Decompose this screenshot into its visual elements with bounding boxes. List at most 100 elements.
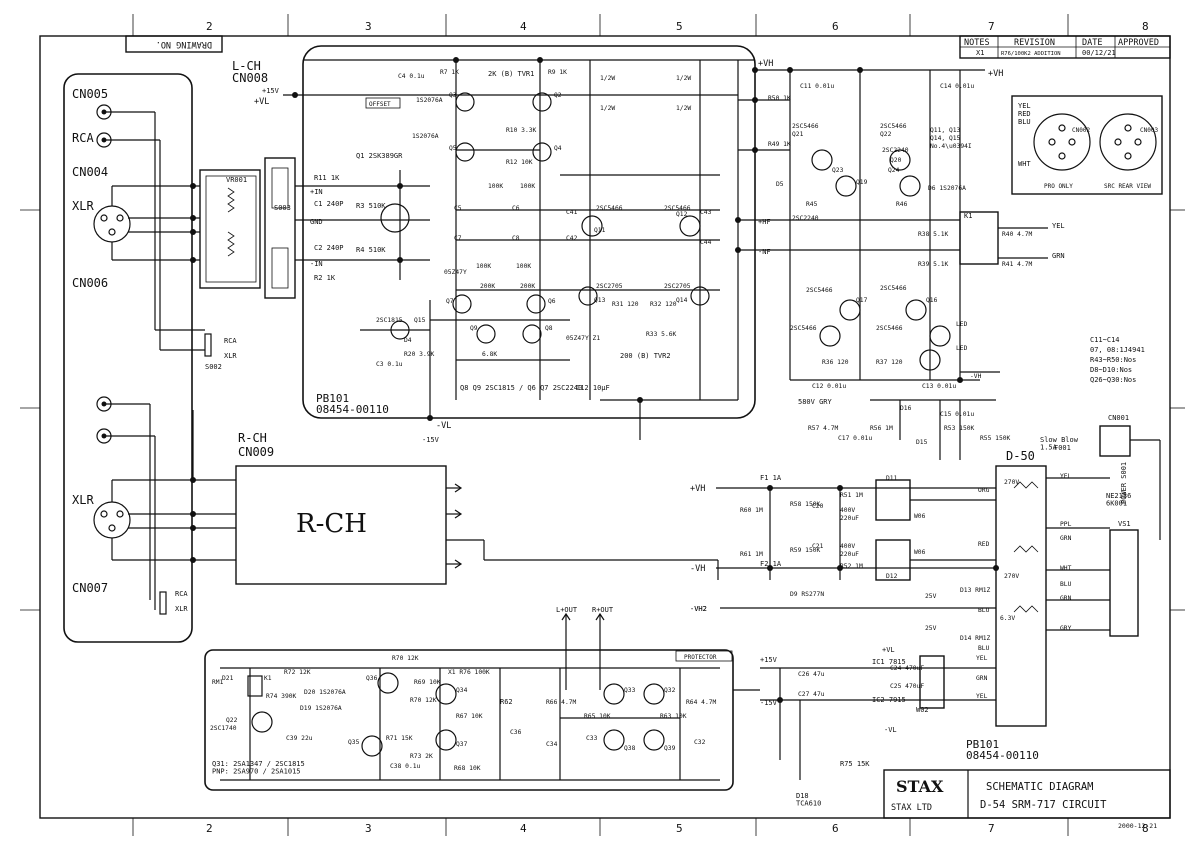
col-bot-5: 5 — [676, 822, 683, 835]
svg-text:R9 1K: R9 1K — [548, 69, 567, 76]
plug-cn002: CN002 — [1072, 127, 1090, 134]
svg-text:R33 5.6K: R33 5.6K — [646, 331, 677, 338]
svg-text:Q16: Q16 — [926, 297, 938, 304]
svg-text:Q21: Q21 — [792, 131, 804, 138]
rail-nf-p: +HF — [758, 218, 771, 226]
plug-blu: BLU — [1018, 118, 1031, 126]
col-bot-8: 8 — [1142, 822, 1149, 835]
os-note-1: C11~C14 — [1090, 336, 1120, 344]
svg-text:PPL: PPL — [1060, 521, 1072, 528]
svg-text:C14 0.01u: C14 0.01u — [940, 83, 974, 90]
svg-text:R50 1K: R50 1K — [768, 95, 791, 102]
power-wiring — [716, 399, 1161, 780]
svg-text:R64 4.7M: R64 4.7M — [686, 699, 717, 706]
svg-text:200K: 200K — [480, 283, 495, 290]
svg-text:C21: C21 — [812, 543, 824, 550]
tb-board-no: 08454-00110 — [966, 749, 1039, 762]
pwr-vh: +VH — [690, 484, 705, 494]
svg-text:R71 15K: R71 15K — [386, 735, 413, 742]
relay-k1: K1 — [964, 212, 972, 220]
column-numbers-top: 2 3 4 5 6 7 8 — [206, 20, 1149, 33]
svg-text:D12: D12 — [886, 573, 898, 580]
svg-text:R10 3.3K: R10 3.3K — [506, 127, 537, 134]
svg-text:Q24: Q24 — [888, 167, 900, 174]
xlr-label-1: XLR — [72, 199, 94, 213]
svg-text:100K: 100K — [516, 263, 531, 270]
svg-text:Q33: Q33 — [624, 687, 636, 694]
svg-text:C42: C42 — [566, 235, 578, 242]
svg-text:D20 1S2076A: D20 1S2076A — [304, 689, 346, 696]
grid-ticks — [20, 14, 1185, 836]
svg-text:C27 47u: C27 47u — [798, 691, 825, 698]
lch-n15: -15V — [422, 436, 440, 444]
svg-text:Q19: Q19 — [856, 179, 868, 186]
svg-text:1S2076A: 1S2076A — [416, 97, 443, 104]
svg-text:ORG: ORG — [978, 487, 990, 494]
lch-board-no: 08454-00110 — [316, 403, 389, 416]
col-bot-2: 2 — [206, 822, 213, 835]
svg-text:R57 4.7M: R57 4.7M — [808, 425, 839, 432]
svg-text:R31 120: R31 120 — [612, 301, 639, 308]
sel-rca: RCA — [224, 337, 237, 345]
svg-text:05Z47Y Z1: 05Z47Y Z1 — [566, 335, 600, 342]
svg-text:2SC5466: 2SC5466 — [806, 287, 833, 294]
in-minus: -IN — [310, 260, 323, 268]
svg-text:2SC5466: 2SC5466 — [596, 205, 623, 212]
svg-text:220uF: 220uF — [840, 515, 859, 522]
pwr-nvh2: -VH2 — [690, 605, 707, 613]
svg-text:2SC5466: 2SC5466 — [790, 325, 817, 332]
os-note-5: Q26~Q30:Nos — [1090, 376, 1136, 384]
protector-wiring — [220, 612, 760, 781]
svg-text:WHT: WHT — [1060, 565, 1072, 572]
pwr-sw: POWER S001 — [1120, 462, 1128, 504]
svg-text:D13 RM1Z: D13 RM1Z — [960, 587, 991, 594]
pwr-r75: R75 15K — [840, 760, 870, 768]
svg-text:GRY: GRY — [1060, 625, 1072, 632]
svg-text:D9 RS277N: D9 RS277N — [790, 591, 824, 598]
svg-text:220uF: 220uF — [840, 551, 859, 558]
rev-h-notes: NOTES — [964, 38, 990, 48]
svg-text:25V: 25V — [925, 593, 937, 600]
svg-text:D11: D11 — [886, 475, 898, 482]
svg-text:Q14, Q15: Q14, Q15 — [930, 135, 961, 142]
pwr-pvl: +VL — [882, 646, 895, 654]
tb-company: STAX LTD — [891, 803, 932, 813]
svg-text:2SC2240: 2SC2240 — [882, 147, 909, 154]
svg-text:2SC5466: 2SC5466 — [792, 123, 819, 130]
svg-text:-VH: -VH — [970, 373, 982, 380]
col-top-5: 5 — [676, 20, 683, 33]
rch-body: R-CH — [296, 509, 367, 539]
svg-text:D4: D4 — [404, 337, 412, 344]
svg-text:C38 0.1u: C38 0.1u — [390, 763, 421, 770]
svg-text:Q15: Q15 — [414, 317, 426, 324]
outer-frame — [39, 35, 1171, 819]
svg-text:R46: R46 — [896, 201, 908, 208]
svg-text:C25 470uF: C25 470uF — [890, 683, 924, 690]
vh-right: +VH — [988, 69, 1003, 79]
rail-nf-n: -NF — [758, 248, 771, 256]
svg-text:1/2W: 1/2W — [676, 105, 691, 112]
vr001-volume: VR001 — [199, 169, 261, 289]
svg-text:X1 R76 100K: X1 R76 100K — [448, 669, 490, 676]
lch-note: Q8 Q9 2SC1815 / Q6 Q7 2SC2240 — [460, 384, 582, 392]
sel-r-xlr: XLR — [175, 605, 188, 613]
svg-text:2SC1740: 2SC1740 — [210, 725, 237, 732]
svg-text:C26 47u: C26 47u — [798, 671, 825, 678]
in-plus: +IN — [310, 188, 323, 196]
pwr-vs1: VS1 — [1118, 520, 1131, 528]
svg-text:Q9: Q9 — [470, 325, 478, 332]
col-top-3: 3 — [365, 20, 372, 33]
svg-text:YEL: YEL — [976, 693, 988, 700]
plug-yel: YEL — [1018, 102, 1031, 110]
svg-text:D15: D15 — [916, 439, 928, 446]
svg-text:2SC5466: 2SC5466 — [880, 285, 907, 292]
pwr-n15: -15V — [760, 699, 778, 707]
output-stage: +VH +VH +HF -NF K1 YEL GRN C11~C14 07, 0… — [758, 59, 1145, 384]
cn005-label: CN005 — [72, 87, 108, 101]
rch-block: R-CH CN009 R-CH — [235, 431, 447, 585]
svg-text:D16: D16 — [900, 405, 912, 412]
